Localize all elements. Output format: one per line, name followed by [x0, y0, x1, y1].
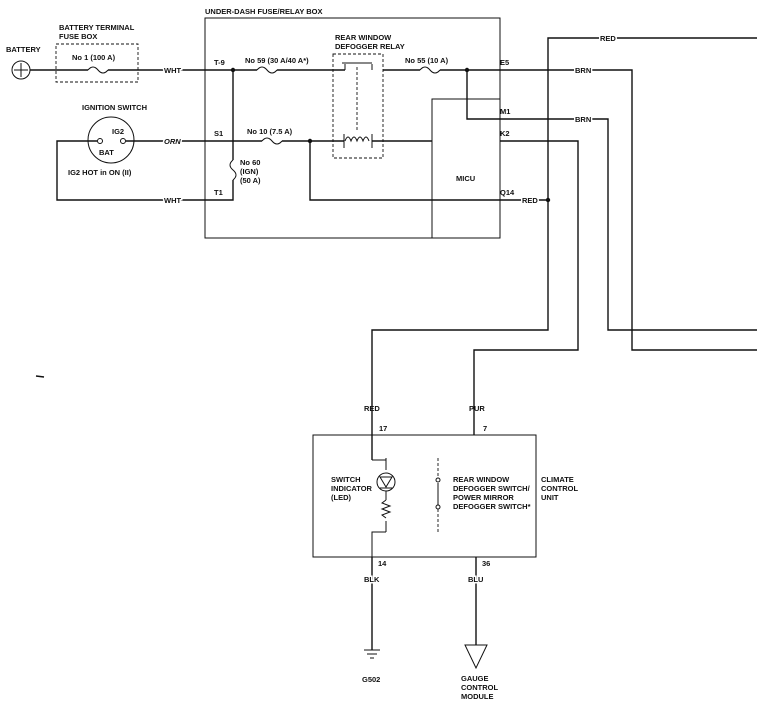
pur-wire — [473, 140, 579, 435]
fuse-no10-symbol — [261, 137, 283, 145]
fuse-box-title-2: FUSE BOX — [59, 32, 97, 41]
fuse-no59-symbol — [256, 66, 278, 74]
pin-7: 7 — [483, 424, 487, 433]
fuse-no60-label-2: (IGN) — [240, 167, 259, 176]
ignition-switch: IGNITION SWITCH IG2 BAT IG2 HOT in ON (I… — [68, 103, 147, 177]
relay-coil — [344, 136, 370, 143]
pin-36: 36 — [482, 559, 490, 568]
terminal-t9: T-9 — [214, 58, 225, 67]
fuse-no60-label-1: No 60 — [240, 158, 260, 167]
terminal-m1: M1 — [500, 107, 510, 116]
bat-label: BAT — [99, 148, 114, 157]
fuse-no59-label: No 59 (30 A/40 A*) — [245, 56, 309, 65]
fuse-no1-label: No 1 (100 A) — [72, 53, 116, 62]
switch-label-2: DEFOGGER SWITCH/ — [453, 484, 531, 493]
ground-label: G502 — [362, 675, 380, 684]
terminal-q14: Q14 — [500, 188, 515, 197]
climate-title-3: UNIT — [541, 493, 559, 502]
relay-label-2: DEFOGGER RELAY — [335, 42, 405, 51]
resistor-icon — [380, 499, 392, 519]
ig2-label: IG2 — [112, 127, 124, 136]
stray-mark — [35, 375, 45, 378]
under-dash-fuse-relay-box: UNDER-DASH FUSE/RELAY BOX MICU T-9 S1 T1… — [204, 7, 515, 239]
wire-label-brn-1: BRN — [575, 66, 591, 75]
fuse-no55-symbol — [419, 66, 441, 74]
wire-label-orn: ORN — [164, 137, 181, 146]
indicator-label-2: INDICATOR — [331, 484, 373, 493]
battery: BATTERY — [6, 45, 41, 80]
indicator-label-1: SWITCH — [331, 475, 361, 484]
brn-wire-1 — [500, 69, 757, 351]
terminal-s1: S1 — [214, 129, 223, 138]
micu-label: MICU — [456, 174, 475, 183]
switch-label-3: POWER MIRROR — [453, 493, 514, 502]
relay-label-1: REAR WINDOW — [335, 33, 392, 42]
ignition-switch-body — [87, 116, 135, 164]
climate-unit-outline — [312, 434, 537, 558]
wire-label-wht-1: WHT — [164, 66, 181, 75]
fuse-no10-label: No 10 (7.5 A) — [247, 127, 293, 136]
gauge-label-1: GAUGE — [461, 674, 489, 683]
ignition-note: IG2 HOT in ON (II) — [68, 168, 132, 177]
battery-terminal-fuse-box: BATTERY TERMINAL FUSE BOX No 1 (100 A) — [55, 23, 139, 83]
pin-17: 17 — [379, 424, 387, 433]
red-unit-wire — [371, 200, 549, 435]
wire-label-red-top: RED — [600, 34, 616, 43]
wire-label-red-q14: RED — [522, 196, 538, 205]
climate-control-unit: 17 7 14 36 CLIMATE CONTROL UNIT SWITCH I… — [312, 424, 578, 568]
terminal-k2: K2 — [500, 129, 510, 138]
fuse-no1-symbol — [87, 66, 109, 74]
red-top-wire — [547, 37, 757, 200]
climate-title-1: CLIMATE — [541, 475, 574, 484]
terminal-e5: E5 — [500, 58, 509, 67]
junction-t9 — [230, 67, 236, 73]
fuse-no60-label-3: (50 A) — [240, 176, 261, 185]
wire-label-brn-2: BRN — [575, 115, 591, 124]
switch-label-1: REAR WINDOW — [453, 475, 510, 484]
wire-label-blu: BLU — [468, 575, 483, 584]
pin-14: 14 — [378, 559, 387, 568]
terminal-t1: T1 — [214, 188, 223, 197]
relay-outline — [332, 53, 384, 159]
fuse-box-title-1: BATTERY TERMINAL — [59, 23, 135, 32]
wire-label-blk: BLK — [364, 575, 380, 584]
climate-title-2: CONTROL — [541, 484, 578, 493]
fuse-box-outline — [55, 43, 139, 83]
wht-wire-2 — [56, 140, 205, 201]
gauge-arrow-icon — [464, 644, 488, 670]
switch-label-4: DEFOGGER SWITCH* — [453, 502, 531, 511]
gauge-label-2: CONTROL — [461, 683, 498, 692]
ignition-title: IGNITION SWITCH — [82, 103, 147, 112]
micu-outline — [431, 98, 501, 239]
relay-box-title: UNDER-DASH FUSE/RELAY BOX — [205, 7, 323, 16]
ground-icon — [364, 649, 380, 659]
gauge-label-3: MODULE — [461, 692, 494, 701]
wire-label-pur: PUR — [469, 404, 485, 413]
battery-label: BATTERY — [6, 45, 41, 54]
wire-label-red-unit: RED — [364, 404, 380, 413]
fuse-no55-label: No 55 (10 A) — [405, 56, 449, 65]
wire-label-wht-2: WHT — [164, 196, 181, 205]
fuse-no60-symbol — [229, 159, 237, 181]
brn-wire-2 — [500, 118, 757, 331]
indicator-label-3: (LED) — [331, 493, 351, 502]
